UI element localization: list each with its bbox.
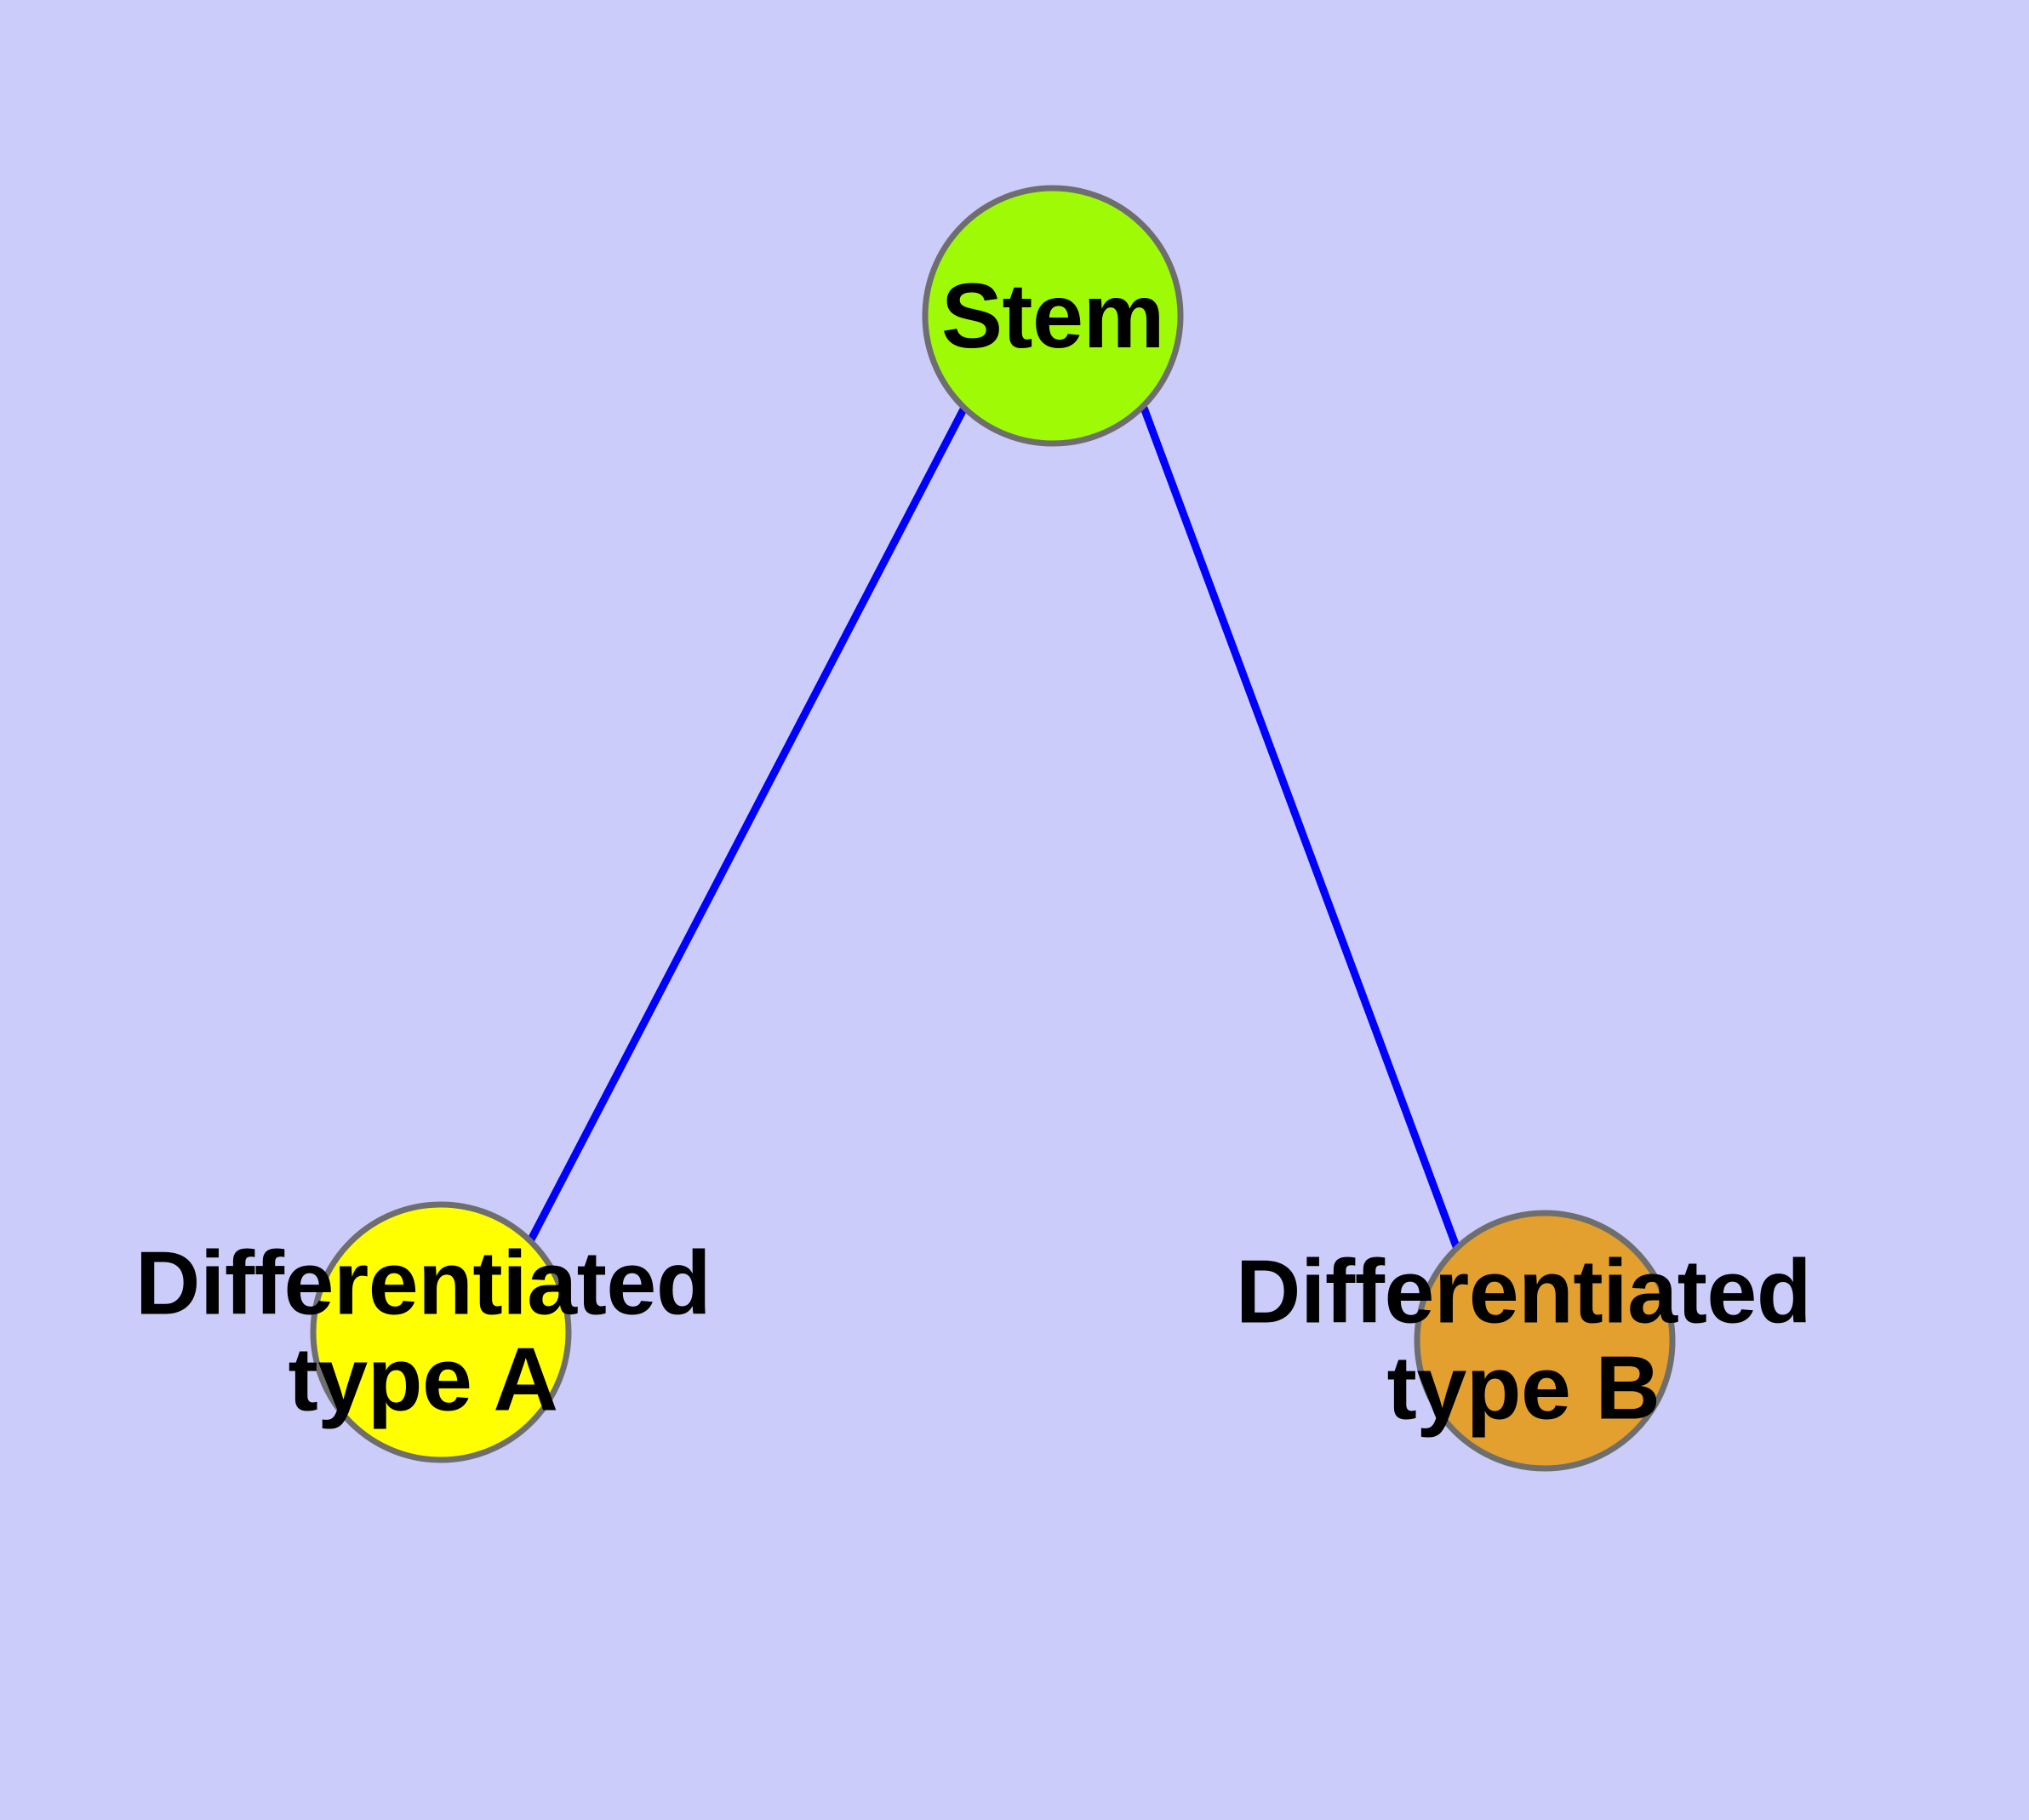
graph-node-stem[interactable] xyxy=(922,185,1184,447)
graph-edge-stem-to-a[interactable] xyxy=(526,405,968,1245)
graph-node-diff-b[interactable] xyxy=(1414,1210,1676,1472)
graph-edge-stem-to-b[interactable] xyxy=(1140,406,1461,1251)
graph-node-diff-a[interactable] xyxy=(310,1201,572,1463)
edges-group xyxy=(526,405,1461,1251)
nodes-group xyxy=(310,185,1676,1472)
